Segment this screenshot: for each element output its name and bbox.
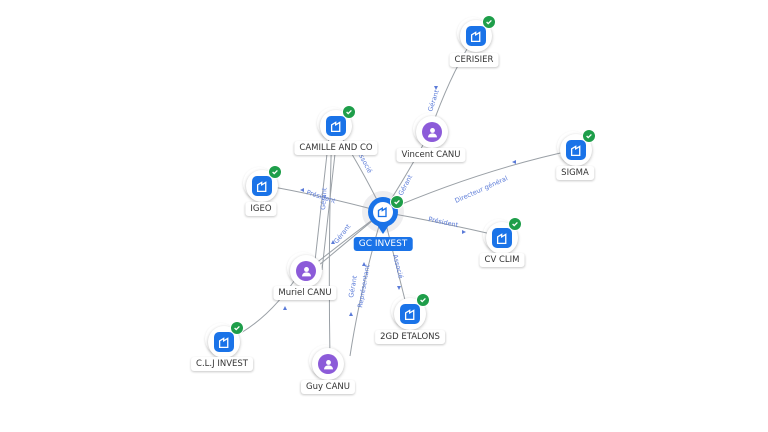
node-igeo[interactable] bbox=[243, 165, 282, 202]
arrow-marker bbox=[300, 188, 304, 192]
edge-label: Président bbox=[428, 215, 460, 229]
center-node-gc-invest[interactable] bbox=[362, 191, 404, 234]
building-icon bbox=[373, 202, 393, 222]
building-icon bbox=[252, 176, 272, 196]
node-label[interactable]: Guy CANU bbox=[300, 380, 356, 394]
edge-label: Gérant bbox=[347, 274, 359, 298]
node-label[interactable]: SIGMA bbox=[556, 166, 594, 180]
edge-label: Gérant bbox=[332, 222, 352, 245]
node-cerisier[interactable] bbox=[457, 15, 496, 52]
building-icon bbox=[466, 26, 486, 46]
node-cvclim[interactable] bbox=[483, 217, 522, 254]
arrow-marker bbox=[462, 230, 466, 234]
node-label[interactable]: Vincent CANU bbox=[396, 148, 466, 162]
check-icon bbox=[582, 129, 596, 143]
check-icon bbox=[390, 195, 404, 209]
edge-guy-camille bbox=[328, 126, 333, 361]
node-label[interactable]: CAMILLE AND CO bbox=[294, 141, 378, 155]
check-icon bbox=[230, 321, 244, 335]
node-gdetalons[interactable] bbox=[391, 293, 430, 330]
edge-label: Associé bbox=[391, 254, 405, 280]
node-label[interactable]: C.L.J INVEST bbox=[191, 357, 253, 371]
node-label[interactable]: Muriel CANU bbox=[273, 286, 337, 300]
building-icon bbox=[214, 332, 234, 352]
check-icon bbox=[482, 15, 496, 29]
arrow-marker bbox=[331, 240, 335, 244]
arrow-marker bbox=[512, 160, 516, 164]
building-icon bbox=[326, 116, 346, 136]
arrow-marker bbox=[283, 306, 287, 310]
arrow-marker bbox=[362, 262, 366, 266]
user-icon bbox=[422, 122, 442, 142]
edge-label: Gérant bbox=[319, 187, 329, 210]
arrow-marker bbox=[397, 286, 401, 290]
node-camille[interactable] bbox=[317, 105, 356, 142]
node-vincent[interactable] bbox=[413, 113, 448, 148]
center-node-label[interactable]: GC INVEST bbox=[353, 237, 413, 251]
node-label[interactable]: CV CLIM bbox=[479, 253, 525, 267]
node-label[interactable]: CERISIER bbox=[449, 53, 499, 67]
node-guy[interactable] bbox=[309, 345, 344, 380]
node-label[interactable]: IGEO bbox=[245, 202, 277, 216]
edge-label: Représentant bbox=[356, 264, 372, 309]
user-icon bbox=[296, 261, 316, 281]
node-label[interactable]: 2GD ETALONS bbox=[375, 330, 445, 344]
arrow-marker bbox=[434, 86, 438, 90]
building-icon bbox=[400, 304, 420, 324]
edge-sigma-center bbox=[382, 149, 575, 213]
check-icon bbox=[416, 293, 430, 307]
node-sigma[interactable] bbox=[557, 129, 596, 166]
node-muriel[interactable] bbox=[287, 252, 322, 287]
check-icon bbox=[342, 105, 356, 119]
user-icon bbox=[318, 354, 338, 374]
check-icon bbox=[268, 165, 282, 179]
edge-label: Directeur général bbox=[454, 174, 510, 205]
building-icon bbox=[492, 228, 512, 248]
node-clj[interactable] bbox=[205, 321, 244, 358]
arrow-marker bbox=[349, 312, 353, 316]
check-icon bbox=[508, 217, 522, 231]
building-icon bbox=[566, 140, 586, 160]
